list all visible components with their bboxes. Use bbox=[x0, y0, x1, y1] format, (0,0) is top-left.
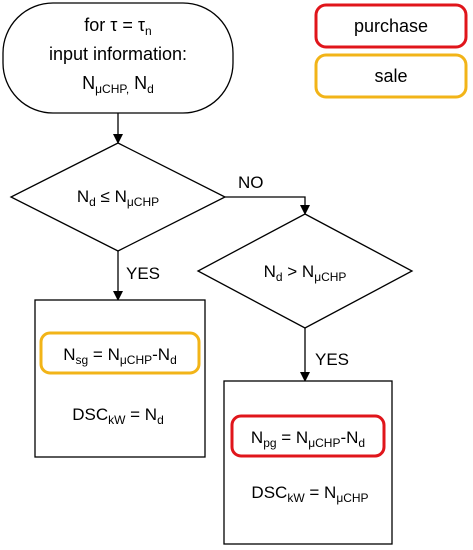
legend-purchase-label: purchase bbox=[354, 16, 428, 36]
arrow-no-branch bbox=[225, 196, 310, 215]
no-label: NO bbox=[238, 173, 264, 192]
decision1: Nd ≤ NμCHP bbox=[9, 142, 227, 252]
purchase-result-box: Npg = NμCHP-Nd DSCkW = NμCHP bbox=[223, 380, 393, 545]
start-node-line3: NμCHP, Nd bbox=[82, 73, 154, 96]
decision2-condition: Nd > NμCHP bbox=[264, 262, 347, 284]
legend-sale: sale bbox=[314, 53, 468, 99]
legend-purchase-box bbox=[314, 3, 468, 49]
decision2: Nd > NμCHP bbox=[196, 213, 414, 329]
purchase-dsc: DSCkW = NμCHP bbox=[251, 483, 368, 505]
start-node: for τ = τn input information: NμCHP, Nd bbox=[2, 2, 234, 114]
sale-dsc: DSCkW = Nd bbox=[72, 405, 164, 427]
purchase-equation: Npg = NμCHP-Nd bbox=[251, 428, 365, 450]
start-node-line1: for τ = τn bbox=[84, 15, 151, 38]
start-node-line2: input information: bbox=[49, 44, 187, 64]
legend-sale-label: sale bbox=[374, 66, 407, 86]
purchase-equation-highlight bbox=[230, 414, 386, 458]
yes2-label: YES bbox=[315, 350, 349, 369]
legend-purchase: purchase bbox=[314, 3, 468, 49]
legend-sale-box bbox=[314, 53, 468, 99]
sale-equation-highlight bbox=[39, 331, 201, 375]
sale-result-box: Nsg = NμCHP-Nd DSCkW = Nd bbox=[34, 299, 206, 458]
decision1-condition: Nd ≤ NμCHP bbox=[77, 187, 159, 209]
sale-equation: Nsg = NμCHP-Nd bbox=[63, 345, 177, 367]
yes1-label: YES bbox=[126, 264, 160, 283]
